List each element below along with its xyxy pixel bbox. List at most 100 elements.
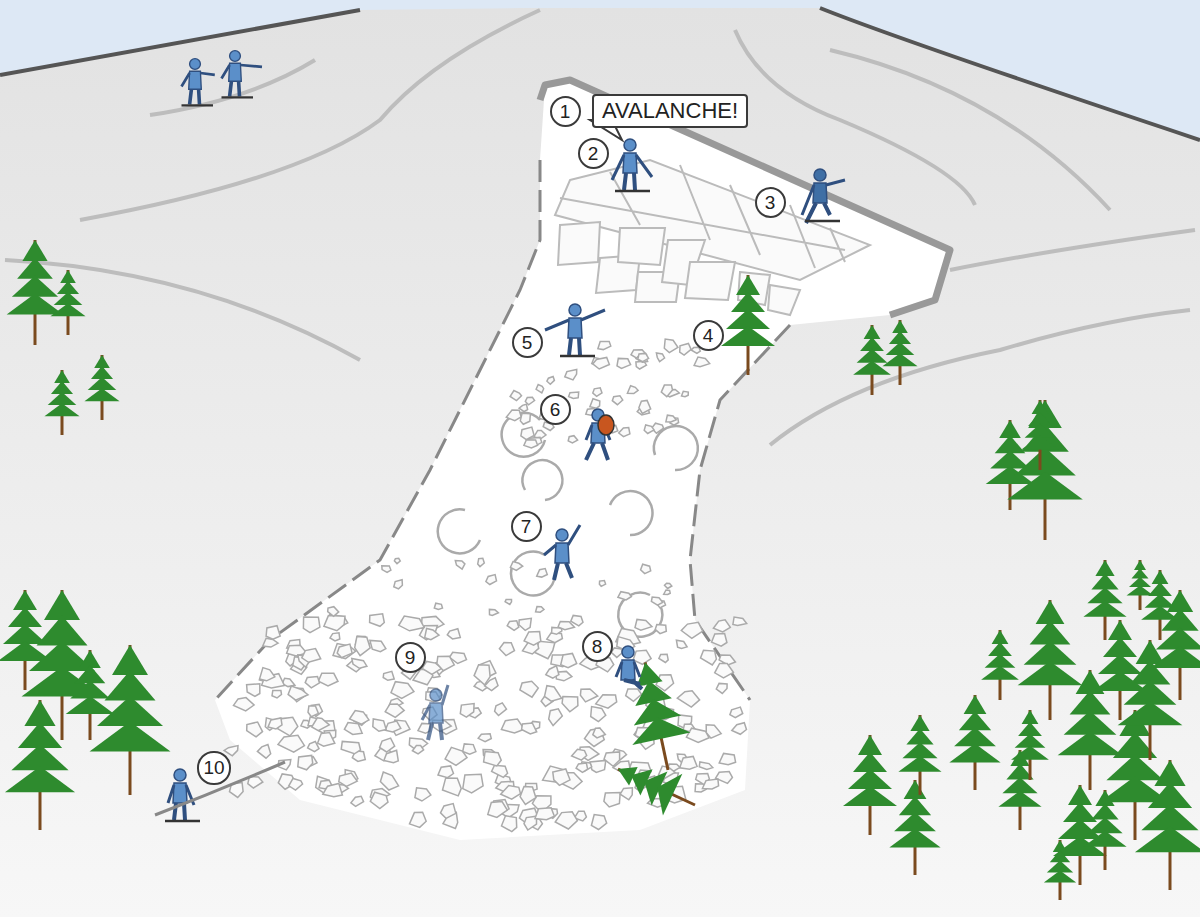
art-part bbox=[1021, 436, 1059, 450]
debris-chunk bbox=[558, 621, 574, 629]
art-part bbox=[949, 743, 1000, 762]
debris-chunk bbox=[562, 696, 578, 711]
debris-chunk bbox=[561, 653, 577, 667]
pine-tree bbox=[949, 695, 1000, 790]
art-part bbox=[1007, 471, 1083, 499]
debris-chunk bbox=[303, 617, 320, 633]
art-part bbox=[1156, 627, 1200, 649]
debris-chunk bbox=[699, 762, 713, 770]
debris-chunk bbox=[272, 691, 282, 698]
art-part bbox=[1127, 586, 1154, 596]
debris-chunk bbox=[639, 400, 651, 413]
art-part bbox=[545, 310, 605, 330]
art-part bbox=[857, 349, 888, 363]
art-part bbox=[906, 729, 933, 745]
pine-tree bbox=[90, 645, 171, 795]
generated-art bbox=[0, 51, 1200, 900]
debris-chunk bbox=[593, 388, 602, 397]
debris-chunk bbox=[686, 728, 709, 742]
art-part bbox=[230, 81, 240, 96]
turbulence-swirls bbox=[438, 413, 698, 637]
art-part bbox=[624, 173, 635, 190]
debris-chunk bbox=[546, 666, 559, 678]
art-part bbox=[190, 89, 200, 104]
speech-bubble: AVALANCHE! bbox=[592, 94, 748, 128]
debris-chunk bbox=[324, 616, 345, 631]
pine-tree bbox=[853, 325, 891, 395]
debris-chunk bbox=[627, 386, 638, 394]
pine-tree bbox=[1127, 560, 1154, 610]
art-part bbox=[1091, 574, 1118, 590]
art-part bbox=[1044, 871, 1076, 883]
debris-chunk bbox=[505, 600, 511, 605]
debris-chunk bbox=[257, 745, 270, 759]
debris-chunk bbox=[641, 564, 651, 573]
callout-number: 3 bbox=[755, 187, 786, 218]
art-part bbox=[569, 304, 581, 316]
debris-chunk bbox=[415, 788, 431, 801]
callout-number: 5 bbox=[512, 327, 543, 358]
debris-chunk bbox=[478, 734, 491, 742]
art-part bbox=[48, 392, 77, 405]
debris-chunk bbox=[677, 691, 699, 707]
debris-chunk bbox=[486, 575, 497, 585]
debris-chunk bbox=[680, 756, 697, 769]
art-part bbox=[616, 662, 640, 677]
debris-chunk bbox=[312, 718, 330, 731]
art-part bbox=[853, 361, 891, 375]
debris-chunk bbox=[351, 796, 364, 806]
debris-chunk bbox=[224, 746, 238, 756]
art-part bbox=[990, 451, 1030, 469]
art-part bbox=[721, 326, 775, 346]
debris-chunk bbox=[655, 625, 666, 634]
art-part bbox=[182, 73, 215, 87]
art-part bbox=[60, 270, 76, 283]
debris-chunk bbox=[302, 649, 321, 663]
art-part bbox=[998, 791, 1041, 807]
art-part bbox=[7, 294, 64, 315]
debris-chunk bbox=[394, 580, 403, 589]
debris-chunk bbox=[455, 561, 465, 570]
pine-tree bbox=[50, 270, 85, 335]
art-part bbox=[174, 769, 186, 781]
debris-chunk bbox=[604, 752, 620, 766]
art-part bbox=[805, 220, 840, 223]
debris-chunk bbox=[713, 620, 730, 632]
art-part bbox=[182, 104, 214, 106]
debris-chunk bbox=[565, 369, 577, 380]
pine-tree bbox=[616, 656, 697, 776]
art-part bbox=[230, 51, 241, 62]
pine-tree bbox=[66, 650, 115, 740]
debris-chunk bbox=[410, 812, 427, 827]
skier-figure bbox=[422, 685, 448, 740]
art-part bbox=[57, 281, 79, 294]
debris-chunk bbox=[665, 583, 672, 588]
debris-chunk bbox=[651, 597, 662, 605]
art-part bbox=[1093, 671, 1147, 691]
art-part bbox=[864, 325, 881, 339]
art-part bbox=[1021, 424, 1069, 452]
debris-chunk bbox=[644, 425, 654, 434]
art-part bbox=[612, 155, 652, 180]
debris-chunk bbox=[350, 711, 369, 725]
debris-chunk bbox=[612, 396, 623, 405]
pine-tree bbox=[5, 700, 75, 830]
pine-tree bbox=[608, 748, 704, 826]
art-part bbox=[554, 563, 572, 580]
debris-chunk bbox=[547, 377, 555, 385]
debris-chunk bbox=[590, 399, 600, 409]
debris-chunk bbox=[278, 735, 305, 752]
pine-tree bbox=[889, 780, 940, 875]
avalanche-path bbox=[215, 80, 950, 840]
debris-chunk bbox=[590, 760, 606, 772]
debris-chunk bbox=[373, 719, 386, 731]
debris-chunk bbox=[394, 558, 400, 563]
debris-chunk bbox=[391, 682, 414, 699]
debris-chunk bbox=[549, 709, 563, 726]
debris-chunk bbox=[447, 629, 460, 639]
debris-chunk bbox=[569, 392, 579, 398]
debris-chunk bbox=[519, 404, 528, 411]
skier-figure bbox=[544, 525, 580, 580]
debris-chunk bbox=[682, 391, 689, 396]
